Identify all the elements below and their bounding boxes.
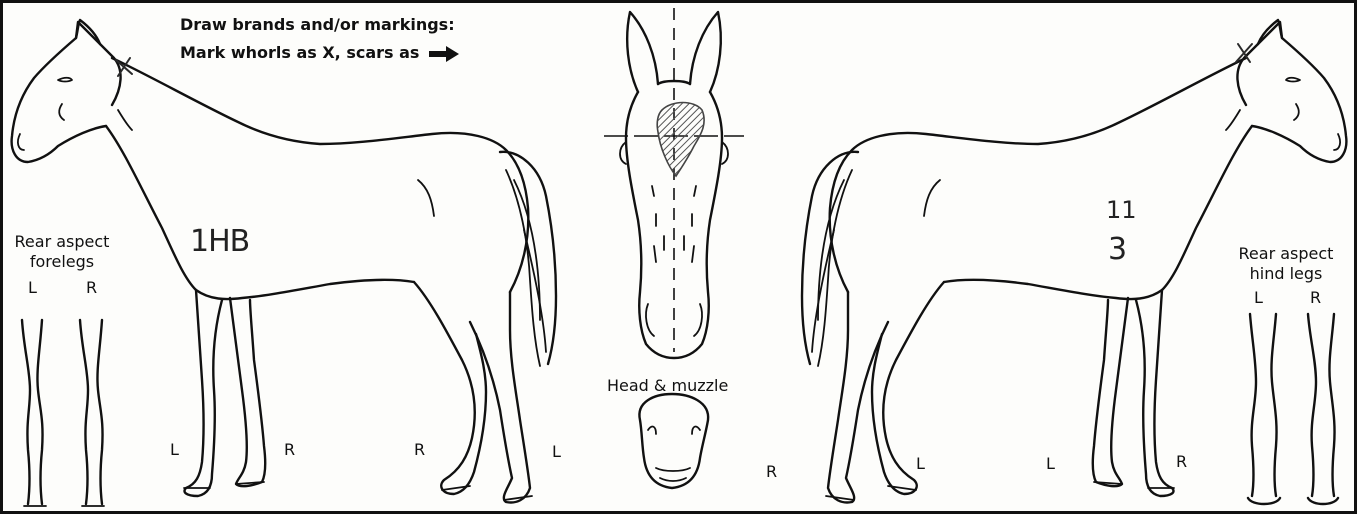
rear-aspect-forelegs	[22, 320, 104, 506]
right-horse-far-fore-label: L	[1046, 454, 1055, 474]
right-horse-brand-top: 11	[1106, 196, 1137, 224]
scar-arrow-icon	[429, 46, 459, 62]
rear-aspect-forelegs-label-2: forelegs	[4, 252, 120, 272]
left-horse-brand: 1HB	[190, 224, 249, 259]
forelegs-right-label: R	[86, 278, 97, 298]
hind-left-label: L	[1254, 288, 1263, 308]
right-horse-near-fore-label: R	[1176, 452, 1187, 472]
rear-aspect-forelegs-label-1: Rear aspect	[4, 232, 120, 252]
left-horse-near-fore-label: L	[170, 440, 179, 460]
left-horse-far-fore-label: R	[284, 440, 295, 460]
star-marking	[657, 103, 704, 177]
hind-right-label: R	[1310, 288, 1321, 308]
instructions-line-2-text: Mark whorls as X, scars as	[180, 43, 419, 62]
head-front-view	[604, 8, 744, 358]
forelegs-left-label: L	[28, 278, 37, 298]
instructions-line-1: Draw brands and/or markings:	[180, 12, 455, 38]
rear-aspect-hind-label-1: Rear aspect	[1230, 244, 1342, 264]
left-horse-far-hind-label: R	[414, 440, 425, 460]
rear-aspect-hind-label-2: hind legs	[1230, 264, 1342, 284]
muzzle-view	[639, 394, 708, 488]
rear-aspect-hind-legs	[1248, 314, 1338, 504]
instructions-line-2: Mark whorls as X, scars as	[180, 40, 459, 66]
right-horse-near-hind-label: R	[766, 462, 777, 482]
left-horse-near-hind-label: L	[552, 442, 561, 462]
right-horse-far-hind-label: L	[916, 454, 925, 474]
head-muzzle-label: Head & muzzle	[607, 376, 728, 396]
right-horse-brand-bottom: 3	[1108, 232, 1127, 267]
